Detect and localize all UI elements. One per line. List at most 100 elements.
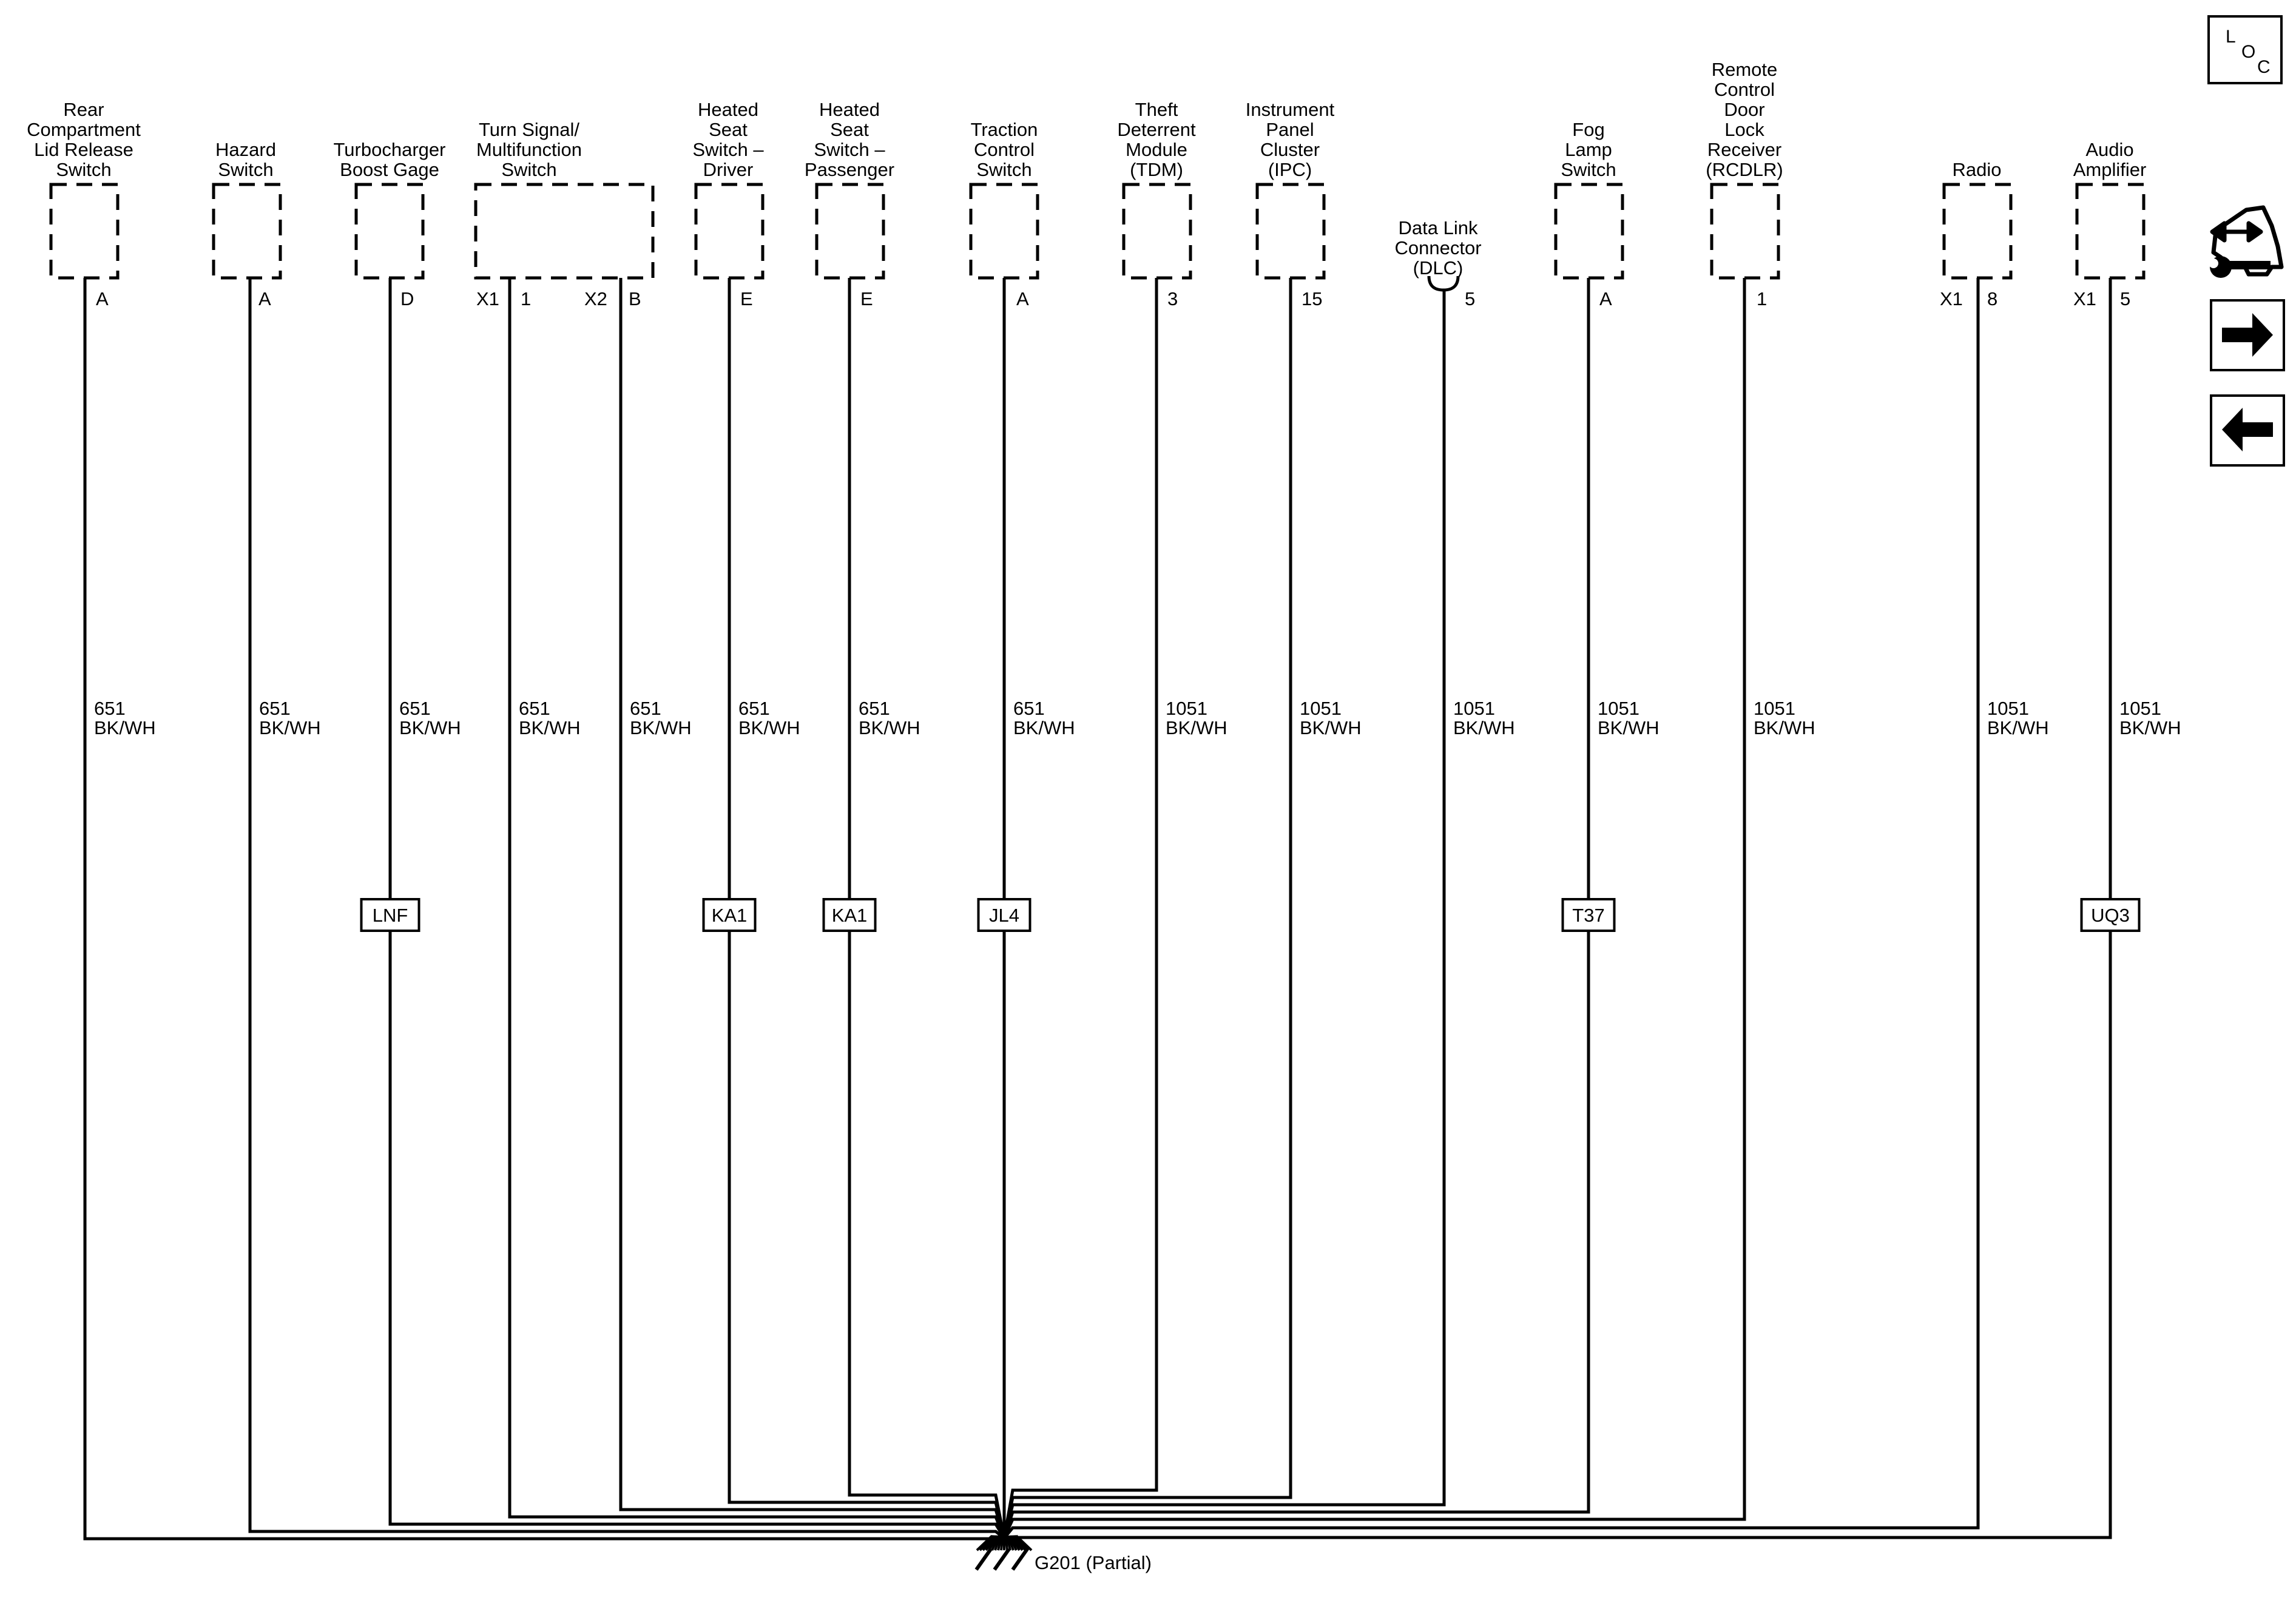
loc-button[interactable]: L O C bbox=[2207, 15, 2283, 84]
component-label: Module bbox=[1126, 139, 1187, 160]
component-label: Fog bbox=[1572, 119, 1604, 140]
component-label: Switch – bbox=[692, 139, 764, 160]
wire-path bbox=[1002, 290, 1446, 1539]
component-label: Deterrent bbox=[1117, 119, 1196, 140]
wire-color: BK/WH bbox=[519, 717, 581, 738]
wire-color: BK/WH bbox=[1754, 717, 1815, 738]
component-label: Radio bbox=[1953, 159, 2002, 180]
component-box bbox=[212, 183, 282, 280]
component-label: Panel bbox=[1266, 119, 1314, 140]
wire-color: BK/WH bbox=[1300, 717, 1362, 738]
ground-g201: G201 (Partial) bbox=[974, 1534, 1152, 1573]
wire-color: BK/WH bbox=[1987, 717, 2049, 738]
component-label: Seat bbox=[830, 119, 869, 140]
component-label: Switch bbox=[501, 159, 556, 180]
component-label: Boost Gage bbox=[340, 159, 439, 180]
component-label: Switch – bbox=[814, 139, 885, 160]
connector-label: X1 bbox=[1940, 288, 1963, 309]
pin-label: 1 bbox=[521, 288, 531, 309]
wire-color: BK/WH bbox=[738, 717, 800, 738]
wire-path bbox=[1004, 278, 2112, 1540]
connector-label: X2 bbox=[584, 288, 607, 309]
component-label: (TDM) bbox=[1130, 159, 1183, 180]
connector-label: X1 bbox=[2073, 288, 2096, 309]
option-box-ka1: KA1 bbox=[702, 898, 757, 932]
circuit-number: 1051 bbox=[2119, 698, 2161, 719]
component-label: Connector bbox=[1394, 237, 1481, 258]
loc-letter-l: L bbox=[2226, 27, 2236, 47]
component-box bbox=[815, 183, 885, 280]
component-label: Driver bbox=[703, 159, 754, 180]
component-label: Seat bbox=[709, 119, 748, 140]
radio: Radio bbox=[1942, 159, 2013, 280]
wire-color: BK/WH bbox=[2119, 717, 2181, 738]
component-label: Cluster bbox=[1260, 139, 1320, 160]
wire-color: BK/WH bbox=[399, 717, 461, 738]
circuit-number: 651 bbox=[738, 698, 770, 719]
arrow-right-icon[interactable] bbox=[2210, 299, 2285, 371]
component-box bbox=[1255, 183, 1326, 280]
option-box-ka1: KA1 bbox=[822, 898, 877, 932]
pin-label: 1 bbox=[1757, 288, 1767, 309]
component-label: Remote bbox=[1712, 59, 1778, 80]
wire-color: BK/WH bbox=[1453, 717, 1515, 738]
component-label: Audio bbox=[2085, 139, 2133, 160]
ground-label: G201 (Partial) bbox=[1035, 1552, 1152, 1573]
component-label: Switch bbox=[56, 159, 111, 180]
component-label: Turbocharger bbox=[334, 139, 446, 160]
component-label: Control bbox=[974, 139, 1035, 160]
option-box-lnf: LNF bbox=[360, 898, 420, 932]
option-code: UQ3 bbox=[2091, 905, 2130, 926]
wire-path bbox=[1002, 278, 1746, 1539]
option-code: KA1 bbox=[832, 905, 868, 926]
component-label: Heated bbox=[819, 99, 880, 120]
loc-letter-c: C bbox=[2257, 57, 2271, 77]
pin-label: 5 bbox=[2120, 288, 2130, 309]
option-box-jl4: JL4 bbox=[977, 898, 1032, 932]
component-label: Multifunction bbox=[476, 139, 582, 160]
component-box bbox=[49, 183, 120, 280]
pin-label: A bbox=[1016, 288, 1029, 309]
vehicle-wrench-icon[interactable] bbox=[2209, 205, 2284, 278]
component-label: Theft bbox=[1135, 99, 1178, 120]
component-label: Switch bbox=[976, 159, 1032, 180]
component-label: Passenger bbox=[805, 159, 894, 180]
arrow-left-icon[interactable] bbox=[2210, 394, 2285, 467]
wire-color: BK/WH bbox=[1013, 717, 1075, 738]
wire-color: BK/WH bbox=[1166, 717, 1227, 738]
circuit-number: 651 bbox=[630, 698, 661, 719]
component-label: Data Link bbox=[1399, 217, 1478, 238]
wire-color: BK/WH bbox=[859, 717, 920, 738]
component-label: Door bbox=[1724, 99, 1764, 120]
component-label: Lid Release bbox=[34, 139, 133, 160]
pin-label: E bbox=[740, 288, 753, 309]
pin-label: D bbox=[400, 288, 414, 309]
circuit-number: 1051 bbox=[1754, 698, 1795, 719]
option-code: JL4 bbox=[989, 905, 1019, 926]
component-label: Lock bbox=[1724, 119, 1764, 140]
connector-label: X1 bbox=[476, 288, 499, 309]
pin-label: 5 bbox=[1465, 288, 1475, 309]
component-box bbox=[2075, 183, 2146, 280]
circuit-number: 651 bbox=[399, 698, 431, 719]
circuit-number: 651 bbox=[259, 698, 291, 719]
wire-path bbox=[848, 278, 1006, 1539]
pin-label: 3 bbox=[1167, 288, 1178, 309]
component-label: Rear bbox=[63, 99, 104, 120]
